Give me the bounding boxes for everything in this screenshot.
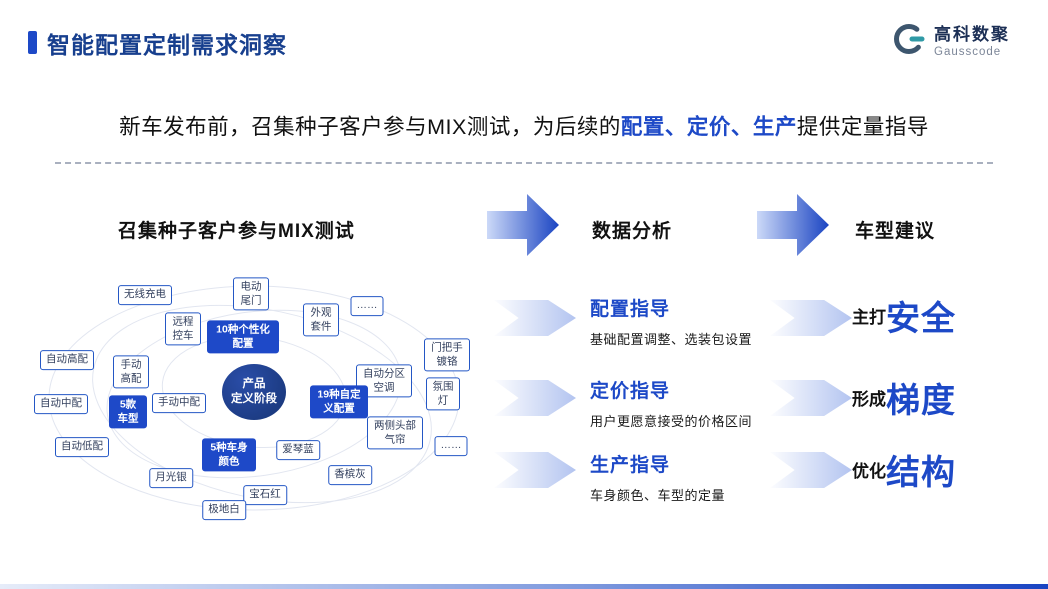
heading-mix-test: 召集种子客户参与MIX测试 (118, 221, 355, 242)
suggestion-word: 安全 (886, 299, 956, 338)
diagram-node: 手动高配 (113, 355, 149, 389)
diagram-node: …… (350, 296, 384, 316)
analysis-title: 定价指导 (590, 381, 671, 402)
dashed-divider (55, 162, 993, 164)
diagram-node: …… (434, 436, 468, 456)
diagram-node: 自动分区空调 (356, 364, 412, 398)
diagram-node: 爱琴蓝 (276, 440, 320, 460)
diagram-node: 氛围灯 (426, 377, 460, 411)
subtitle-pre: 新车发布前，召集种子客户参与MIX测试，为后续的 (119, 115, 621, 139)
analysis-title: 生产指导 (590, 455, 671, 476)
diagram-node: 远程控车 (165, 312, 201, 346)
diagram-node: 5种车身颜色 (202, 438, 256, 472)
suggestion-gradient: 形成 梯度 (852, 374, 956, 420)
bottom-accent-bar (0, 584, 1048, 589)
logo-text: 高科数聚 Gausscode (934, 20, 1010, 58)
diagram-node: 极地白 (202, 500, 246, 520)
diagram-node: 5款车型 (109, 395, 147, 429)
diagram-node: 自动中配 (34, 394, 88, 414)
analysis-desc: 车身颜色、车型的定量 (590, 488, 726, 503)
mini-arrow-icon (770, 300, 852, 336)
mix-test-diagram: 无线充电 电动尾门 …… 外观套件 远程控车 10种个性化配置 自动高配 手动高… (26, 266, 510, 558)
diagram-node: 外观套件 (303, 303, 339, 337)
slide-header: 智能配置定制需求洞察 高科数聚 Gausscode (0, 0, 1048, 70)
gausscode-logo-icon (894, 24, 925, 54)
heading-model-suggestion: 车型建议 (855, 221, 936, 242)
analysis-desc: 用户更愿意接受的价格区间 (590, 414, 753, 429)
diagram-node: 两侧头部气帘 (367, 416, 423, 450)
flow-arrow-icon (487, 194, 559, 256)
suggestion-structure: 优化 结构 (852, 446, 956, 492)
diagram-node: 月光银 (149, 468, 193, 488)
diagram-node: 自动低配 (55, 437, 109, 457)
suggestion-safety: 主打 安全 (852, 292, 956, 338)
diagram-node: 宝石红 (243, 485, 287, 505)
analysis-desc: 基础配置调整、选装包设置 (590, 332, 753, 347)
diagram-node: 自动高配 (40, 350, 94, 370)
diagram-node: 电动尾门 (233, 277, 269, 311)
subtitle-highlight: 配置、定价、生产 (620, 115, 797, 139)
diagram-center-node: 产品 定义阶段 (222, 364, 286, 420)
analysis-item-pricing: 定价指导 用户更愿意接受的价格区间 (590, 376, 780, 430)
suggestion-prefix: 优化 (852, 461, 886, 481)
title-accent-bar (28, 31, 37, 54)
analysis-item-config: 配置指导 基础配置调整、选装包设置 (590, 294, 780, 348)
mini-arrow-icon (770, 452, 852, 488)
suggestion-word: 结构 (886, 453, 956, 492)
logo-name: 高科数聚 (934, 25, 1010, 44)
logo-subname: Gausscode (934, 46, 1002, 58)
subtitle: 新车发布前，召集种子客户参与MIX测试，为后续的配置、定价、生产提供定量指导 (0, 110, 1048, 141)
suggestion-word: 梯度 (886, 381, 956, 420)
flow-arrow-icon (757, 194, 829, 256)
diagram-node: 10种个性化配置 (207, 320, 279, 354)
diagram-node: 手动中配 (152, 393, 206, 413)
suggestion-prefix: 形成 (852, 389, 886, 409)
diagram-node: 19种自定义配置 (310, 385, 368, 419)
center-node-line1: 产品 (242, 378, 266, 391)
analysis-title: 配置指导 (590, 299, 671, 320)
mini-arrow-icon (770, 380, 852, 416)
diagram-node: 门把手镀铬 (424, 338, 470, 372)
diagram-node: 无线充电 (118, 285, 172, 305)
subtitle-post: 提供定量指导 (796, 115, 929, 139)
page-title: 智能配置定制需求洞察 (47, 32, 287, 58)
heading-data-analysis: 数据分析 (592, 221, 673, 242)
analysis-item-production: 生产指导 车身颜色、车型的定量 (590, 450, 780, 504)
center-node-line2: 定义阶段 (231, 393, 277, 405)
logo: 高科数聚 Gausscode (892, 20, 1010, 58)
suggestion-prefix: 主打 (852, 307, 886, 327)
diagram-node: 香槟灰 (328, 465, 372, 485)
